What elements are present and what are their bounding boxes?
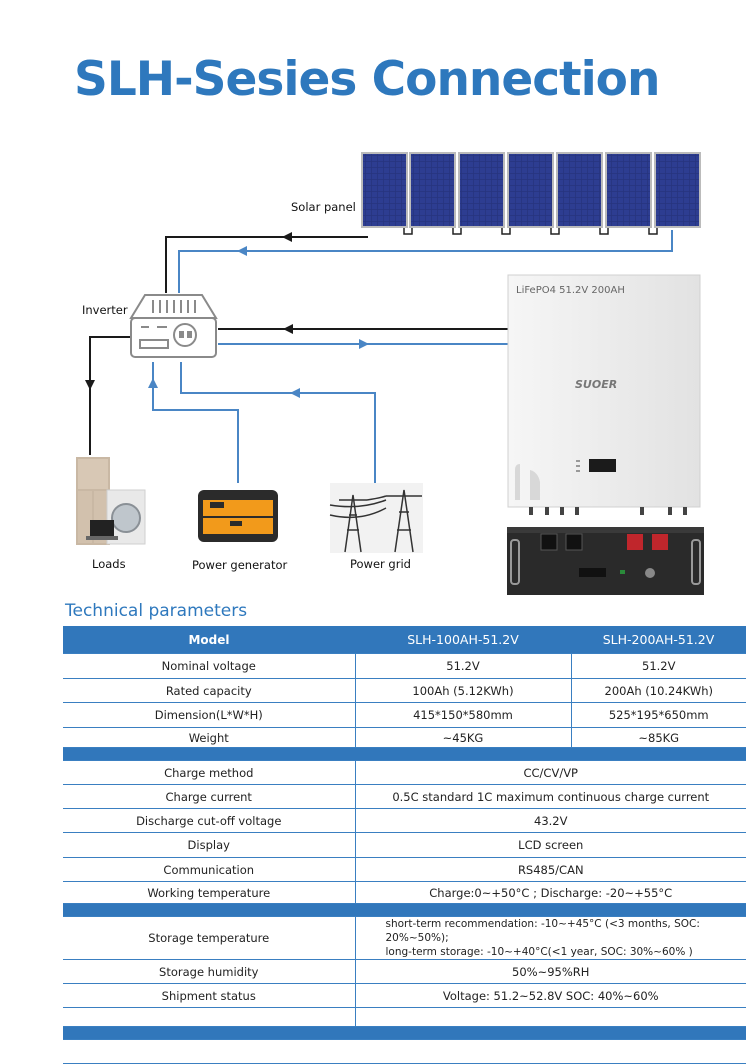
black-arrows bbox=[85, 232, 293, 390]
solar-panel bbox=[409, 152, 456, 228]
table-row: Working temperature Charge:0~+50°C ; Dis… bbox=[63, 881, 746, 904]
connection-diagram: Solar panel Inverter LiFePO4 bbox=[76, 152, 704, 595]
generator-label: Power generator bbox=[192, 558, 287, 572]
power-grid-icon bbox=[329, 483, 423, 553]
row-label: Charge method bbox=[63, 760, 356, 785]
row-value-a: 100Ah (5.12KWh) bbox=[355, 678, 572, 703]
table-row: Communication RS485/CAN bbox=[63, 857, 746, 882]
inverter-icon bbox=[129, 294, 218, 358]
grid-label: Power grid bbox=[350, 557, 411, 571]
row-value-a: 415*150*580mm bbox=[355, 702, 572, 728]
table-row bbox=[63, 1007, 746, 1027]
table-row: Storage humidity 50%~95%RH bbox=[63, 959, 746, 984]
row-label: Dimension(L*W*H) bbox=[63, 702, 356, 728]
row-value: Voltage: 51.2~52.8V SOC: 40%~60% bbox=[355, 983, 746, 1008]
battery-wall-unit: LiFePO4 51.2V 200AH SUOER bbox=[507, 274, 701, 515]
generator-icon bbox=[198, 490, 278, 542]
row-value: short-term recommendation: -10~+45°C (<3… bbox=[355, 916, 746, 960]
row-label: Charge current bbox=[63, 784, 356, 809]
blue-arrows bbox=[148, 246, 369, 398]
row-value-b: 200Ah (10.24KWh) bbox=[571, 678, 746, 703]
row-value: LCD screen bbox=[355, 832, 746, 858]
table-row: Storage temperature short-term recommend… bbox=[63, 916, 746, 960]
table-header-row: Model SLH-100AH-51.2V SLH-200AH-51.2V bbox=[63, 626, 746, 654]
solar-panel-array bbox=[361, 152, 701, 235]
loads-label: Loads bbox=[92, 557, 126, 571]
separator-band bbox=[63, 1026, 746, 1040]
section-title: Technical parameters bbox=[65, 601, 248, 621]
row-value: RS485/CAN bbox=[355, 857, 746, 882]
loads-icon bbox=[76, 457, 146, 545]
solar-panel bbox=[361, 152, 408, 228]
table-row: Nominal voltage 51.2V 51.2V bbox=[63, 653, 746, 679]
solar-panel-label: Solar panel bbox=[291, 200, 356, 214]
black-wires bbox=[89, 236, 508, 455]
table-row: Rated capacity 100Ah (5.12KWh) 200Ah (10… bbox=[63, 678, 746, 703]
row-label: Communication bbox=[63, 857, 356, 882]
solar-panel bbox=[654, 152, 701, 228]
battery-model-text: LiFePO4 51.2V 200AH bbox=[516, 285, 625, 296]
empty-cell bbox=[63, 1039, 355, 1064]
page-title: SLH-Sesies Connection bbox=[74, 52, 660, 107]
row-label: Weight bbox=[63, 727, 356, 748]
storage-temp-line-2: long-term storage: -10~+40°C(<1 year, SO… bbox=[385, 946, 693, 958]
row-value-a: 51.2V bbox=[355, 653, 572, 679]
row-value: 50%~95%RH bbox=[355, 959, 746, 984]
row-value: 0.5C standard 1C maximum continuous char… bbox=[355, 784, 746, 809]
empty-cell bbox=[355, 1039, 746, 1064]
row-label: Nominal voltage bbox=[63, 653, 356, 679]
row-value: 43.2V bbox=[355, 808, 746, 833]
row-value-b: ~85KG bbox=[571, 727, 746, 748]
solar-panel bbox=[507, 152, 554, 228]
solar-panel bbox=[458, 152, 505, 228]
row-label: Storage temperature bbox=[63, 916, 356, 960]
row-value-b: 525*195*650mm bbox=[571, 702, 746, 728]
table-row: Discharge cut-off voltage 43.2V bbox=[63, 808, 746, 833]
header-model: Model bbox=[63, 626, 355, 654]
table-row: Shipment status Voltage: 51.2~52.8V SOC:… bbox=[63, 983, 746, 1008]
table-row: Charge current 0.5C standard 1C maximum … bbox=[63, 784, 746, 809]
separator-band bbox=[63, 903, 746, 917]
row-value: CC/CV/VP bbox=[355, 760, 746, 785]
header-col-a: SLH-100AH-51.2V bbox=[355, 626, 571, 654]
solar-panel bbox=[556, 152, 603, 228]
table-row: Display LCD screen bbox=[63, 832, 746, 858]
row-value-a: ~45KG bbox=[355, 727, 572, 748]
row-label: Rated capacity bbox=[63, 678, 356, 703]
row-label: Discharge cut-off voltage bbox=[63, 808, 356, 833]
empty-cell bbox=[355, 1007, 746, 1027]
solar-panel bbox=[605, 152, 652, 228]
row-label: Display bbox=[63, 832, 356, 858]
brand-logo: SUOER bbox=[575, 378, 617, 391]
row-label: Working temperature bbox=[63, 881, 356, 904]
header-col-b: SLH-200AH-51.2V bbox=[571, 626, 746, 654]
inverter-label: Inverter bbox=[82, 303, 128, 317]
row-label: Shipment status bbox=[63, 983, 356, 1008]
row-value-b: 51.2V bbox=[571, 653, 746, 679]
row-value: Charge:0~+50°C ; Discharge: -20~+55°C bbox=[355, 881, 746, 904]
lcd-display bbox=[589, 459, 616, 472]
table-row bbox=[63, 1039, 746, 1064]
tech-table: Model SLH-100AH-51.2V SLH-200AH-51.2V No… bbox=[63, 626, 746, 1064]
empty-cell bbox=[63, 1007, 356, 1027]
battery-rack-unit bbox=[507, 527, 704, 595]
storage-temp-line-1: short-term recommendation: -10~+45°C (<3… bbox=[385, 918, 700, 944]
table-row: Charge method CC/CV/VP bbox=[63, 760, 746, 785]
row-label: Storage humidity bbox=[63, 959, 356, 984]
table-row: Dimension(L*W*H) 415*150*580mm 525*195*6… bbox=[63, 702, 746, 728]
separator-band bbox=[63, 747, 746, 761]
table-row: Weight ~45KG ~85KG bbox=[63, 727, 746, 748]
